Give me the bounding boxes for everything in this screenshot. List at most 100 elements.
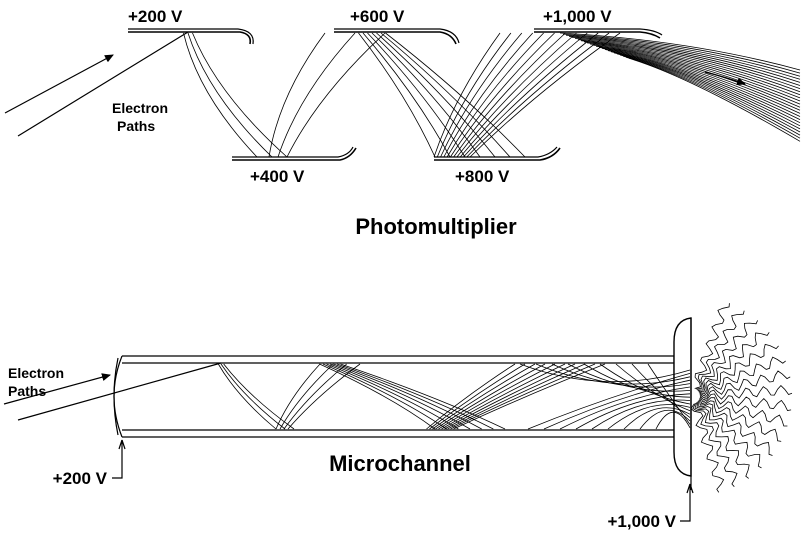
mc-trajectory-3	[329, 363, 471, 430]
pm-output-trajectory	[607, 50, 801, 120]
pm-output-trajectory	[592, 44, 801, 105]
output-arrow	[704, 71, 746, 86]
pm-trajectory-4-5	[456, 32, 577, 158]
output-ray	[697, 332, 770, 393]
output-ray	[694, 402, 750, 479]
pm-trajectory-4-5	[433, 32, 501, 158]
photomultiplier: +200 V +400 V +600 V +800 V +1,000 V Ele…	[4, 7, 801, 239]
pm-trajectory-4-5	[436, 32, 512, 158]
output-ray	[690, 403, 725, 493]
mc-trajectory-5	[559, 386, 691, 430]
mc-trajectory-5	[583, 363, 691, 398]
mc-trajectory-5	[599, 363, 691, 405]
pm-output-trajectory	[610, 51, 801, 124]
input-voltage-leader	[112, 440, 123, 479]
mc-trajectory-1	[223, 363, 295, 430]
mc-trajectory-4	[453, 363, 606, 430]
mc-trajectory-3	[319, 363, 436, 430]
dynode-4	[434, 147, 561, 161]
pm-output-trajectory	[604, 49, 801, 117]
input-end-cap	[113, 355, 123, 438]
pm-output-trajectory	[565, 34, 801, 77]
dynode-2	[232, 147, 357, 161]
mc-electron-paths-label-line1: Electron	[8, 365, 64, 381]
pm-trajectory-4-5	[459, 32, 588, 158]
pm-output-trajectory	[571, 37, 801, 83]
pm-output-trajectory	[583, 41, 801, 96]
incoming-path-line	[17, 31, 189, 137]
mc-trajectory-5	[543, 379, 691, 430]
pm-output-trajectory	[622, 55, 801, 136]
pm-output-trajectory	[613, 52, 801, 127]
mc-trajectory-5	[591, 399, 691, 430]
mc-trajectory-2	[279, 363, 334, 430]
pm-trajectory-1-2	[183, 32, 258, 158]
mc-trajectory-4	[441, 363, 566, 430]
pm-trajectory-3-4	[371, 32, 481, 158]
dynode-2-edge	[232, 146, 354, 158]
pm-output-trajectory	[574, 38, 801, 86]
pm-trajectory-3-4	[362, 32, 451, 158]
mc-trajectory-3	[340, 363, 506, 430]
mc-trajectory-5	[623, 407, 691, 430]
electron-paths-label-line1: Electron	[112, 100, 168, 116]
dynode-2-voltage: +400 V	[250, 167, 305, 186]
mc-trajectory-4	[426, 363, 516, 430]
dynode-1	[128, 31, 252, 45]
mc-trajectory-3	[333, 363, 482, 430]
mc-trajectory-4	[444, 363, 576, 430]
output-ray	[694, 303, 730, 389]
mc-trajectory-5	[607, 404, 691, 430]
pm-output-trajectory	[601, 48, 801, 114]
dynode-1-edge	[128, 28, 254, 45]
mc-trajectory-4	[432, 363, 536, 430]
pm-trajectory-4-5	[463, 32, 599, 158]
pm-trajectory-4-5	[453, 32, 566, 158]
pm-trajectory-3-4	[376, 32, 496, 158]
pm-output-trajectory	[598, 46, 801, 111]
output-ray	[699, 356, 786, 397]
output-ray	[696, 320, 758, 391]
pm-output-trajectory	[586, 42, 801, 99]
output-ray	[698, 343, 779, 395]
mc-trajectory-5	[575, 393, 691, 430]
pm-output-trajectory	[595, 45, 801, 108]
mc-trajectory-2	[275, 363, 321, 430]
pm-output-trajectory	[568, 35, 801, 80]
output-ray	[699, 385, 793, 401]
output-ray	[699, 397, 788, 427]
pm-output-trajectory	[628, 57, 801, 142]
pm-trajectory-4-5	[466, 32, 610, 158]
dynode-5-voltage: +1,000 V	[543, 7, 612, 26]
pm-output-trajectory	[562, 33, 801, 74]
pm-output-trajectory	[580, 40, 801, 93]
mc-trajectory-5	[639, 409, 691, 430]
output-ray	[699, 370, 791, 399]
output-ray	[698, 400, 773, 456]
pm-output-trajectory	[619, 54, 801, 133]
output-ray	[696, 401, 762, 469]
mc-electron-paths-label-line2: Paths	[8, 383, 46, 399]
dynode-5-edge	[534, 28, 663, 36]
pm-trajectory-2-3	[286, 32, 386, 158]
pm-output-trajectory	[577, 39, 801, 89]
microchannel: Electron Paths +200 V +1,000 V Microchan…	[3, 303, 793, 531]
mc-input-voltage: +200 V	[53, 469, 108, 488]
dynode-5	[534, 31, 661, 39]
mc-incoming-path-line	[17, 362, 222, 421]
mc-trajectory-1	[220, 363, 286, 430]
electron-paths-label-line2: Paths	[117, 118, 155, 134]
mc-trajectory-5	[631, 363, 691, 418]
dynode-4-voltage: +800 V	[455, 167, 510, 186]
dynode-4-edge	[434, 146, 558, 158]
dynode-1-voltage: +200 V	[128, 7, 183, 26]
output-ray	[692, 402, 738, 487]
mc-trajectory-4	[438, 363, 556, 430]
mc-trajectory-2	[283, 363, 347, 430]
pm-output-trajectory	[616, 53, 801, 130]
pm-output-trajectory	[559, 32, 801, 71]
input-voltage-leader-arrowhead	[118, 439, 126, 450]
mc-trajectory-5	[567, 363, 691, 392]
